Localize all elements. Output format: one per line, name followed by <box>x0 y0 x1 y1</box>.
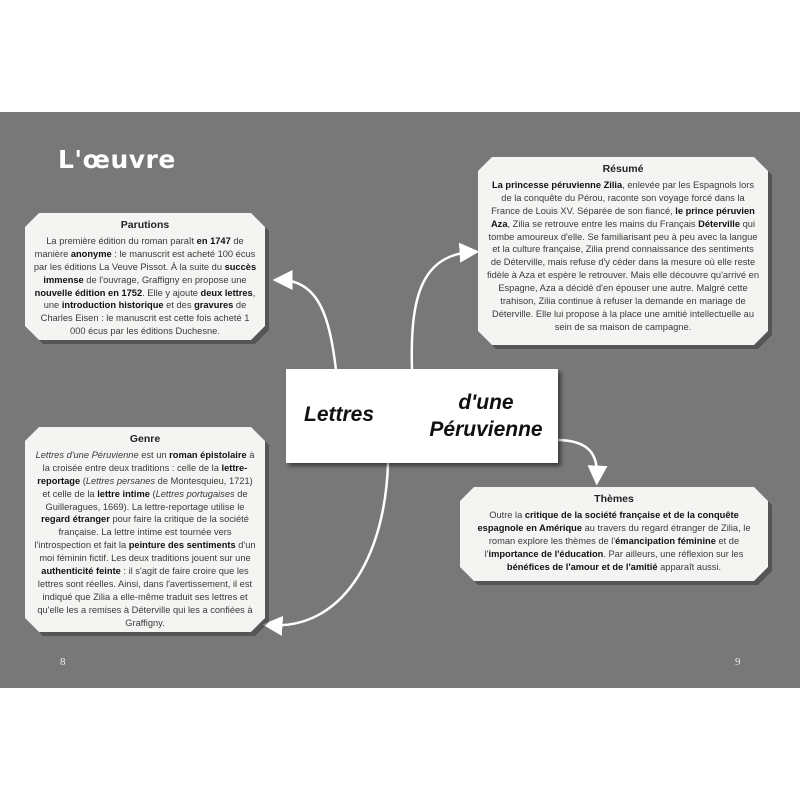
text-segment: au travers du regard étranger de Zilia, … <box>488 522 751 546</box>
text-segment: . Par ailleurs, une réflexion sur les <box>603 548 744 559</box>
resume-heading: Résumé <box>602 163 644 175</box>
text-segment: Outre la <box>489 509 525 520</box>
text-segment: de Montesquieu, 1721) et celle de la <box>42 475 253 499</box>
bold-text: lettre-reportage <box>37 462 248 486</box>
italic-text: Lettres persanes <box>85 475 156 486</box>
text-segment: est un <box>138 449 170 460</box>
text-segment: La première édition du roman paraît <box>46 235 197 246</box>
bold-text: succès immense <box>43 261 257 285</box>
italic-text: Lettres d'une Péruvienne <box>35 449 139 460</box>
text-segment: , Zilia se retrouve entre les mains du F… <box>507 218 699 229</box>
bold-text: importance de l'éducation <box>488 548 604 559</box>
text-segment: pour faire la critique de la société fra… <box>34 514 249 551</box>
text-segment: de l'ouvrage, Graffigny en propose une <box>83 274 247 285</box>
arrow-to-themes <box>555 438 608 486</box>
bold-text: La princesse péruvienne Zilia <box>491 179 623 190</box>
bold-text: Déterville <box>698 218 741 229</box>
text-segment: , enlevée par les Espagnols lors de la c… <box>491 179 754 216</box>
bold-text: gravures <box>194 300 234 311</box>
text-segment: de Guilleragues, 1669). La lettre-report… <box>45 488 248 512</box>
text-segment: d'un moi féminin fictif. Les deux tradit… <box>39 540 256 564</box>
central-title-left: Lettres <box>304 403 375 426</box>
arrow-to-resume <box>410 242 480 371</box>
italic-text: Lettres portugaises <box>155 488 235 499</box>
resume-text: La princesse péruvienne Zilia, enlevée p… <box>486 179 760 334</box>
text-segment: apparaît aussi. <box>657 561 722 572</box>
resume-box: Résumé La princesse péruvienne Zilia, en… <box>478 157 768 345</box>
text-segment: de manière <box>34 235 244 259</box>
page-number-right: 9 <box>735 656 741 668</box>
themes-text: Outre la critique de la société français… <box>468 509 760 574</box>
bold-text: le prince péruvien Aza <box>490 205 755 229</box>
text-segment: ( <box>80 475 86 486</box>
themes-box: Thèmes Outre la critique de la société f… <box>460 487 768 581</box>
bold-text: peinture des sentiments <box>128 540 236 551</box>
themes-heading: Thèmes <box>594 493 634 505</box>
text-segment: de Charles Eisen : le manuscrit est cett… <box>40 300 250 337</box>
text-segment: et des <box>163 300 195 311</box>
bold-text: roman épistolaire <box>169 449 247 460</box>
central-title-right-line1: d'une <box>458 391 514 414</box>
text-segment: . Elle y ajoute <box>142 287 201 298</box>
arrow-to-parutions <box>272 270 338 371</box>
bold-text: nouvelle édition en 1752 <box>34 287 143 298</box>
central-title-right-line2: Péruvienne <box>429 418 543 441</box>
text-segment: et de l' <box>484 535 740 559</box>
bold-text: émancipation féminine <box>615 535 716 546</box>
text-segment: : le manuscrit est acheté 100 écus par l… <box>33 248 256 272</box>
text-segment: à la croisée entre deux traditions : cel… <box>42 449 255 473</box>
genre-heading: Genre <box>129 433 161 445</box>
bold-text: regard étranger <box>41 514 110 525</box>
parutions-heading: Parutions <box>120 219 170 231</box>
bold-text: critique de la société française et de l… <box>477 509 739 533</box>
bold-text: deux lettres <box>200 287 253 298</box>
arrow-to-genre <box>262 462 390 636</box>
parutions-text: La première édition du roman paraît en 1… <box>33 235 257 338</box>
bold-text: lettre intime <box>97 488 150 499</box>
central-title-box: Lettres d'une Péruvienne <box>286 369 558 463</box>
page-number-left: 8 <box>60 656 66 668</box>
text-segment: qui tombe amoureux d'elle. Se familiaris… <box>486 218 760 332</box>
genre-box: Genre Lettres d'une Péruvienne est un ro… <box>25 427 265 632</box>
genre-text: Lettres d'une Péruvienne est un roman ép… <box>33 449 257 630</box>
text-segment: ( <box>149 488 156 499</box>
bold-text: authenticité feinte <box>41 566 121 577</box>
bold-text: en 1747 <box>196 235 231 246</box>
bold-text: introduction historique <box>61 300 164 311</box>
parutions-box: Parutions La première édition du roman p… <box>25 213 265 340</box>
bold-text: bénéfices de l'amour et de l'amitié <box>506 561 658 572</box>
text-segment: , une <box>43 287 256 311</box>
bold-text: anonyme <box>70 248 112 259</box>
text-segment: : il s'agit de faire croire que les lett… <box>37 566 253 628</box>
section-title: L'œuvre <box>58 145 176 174</box>
